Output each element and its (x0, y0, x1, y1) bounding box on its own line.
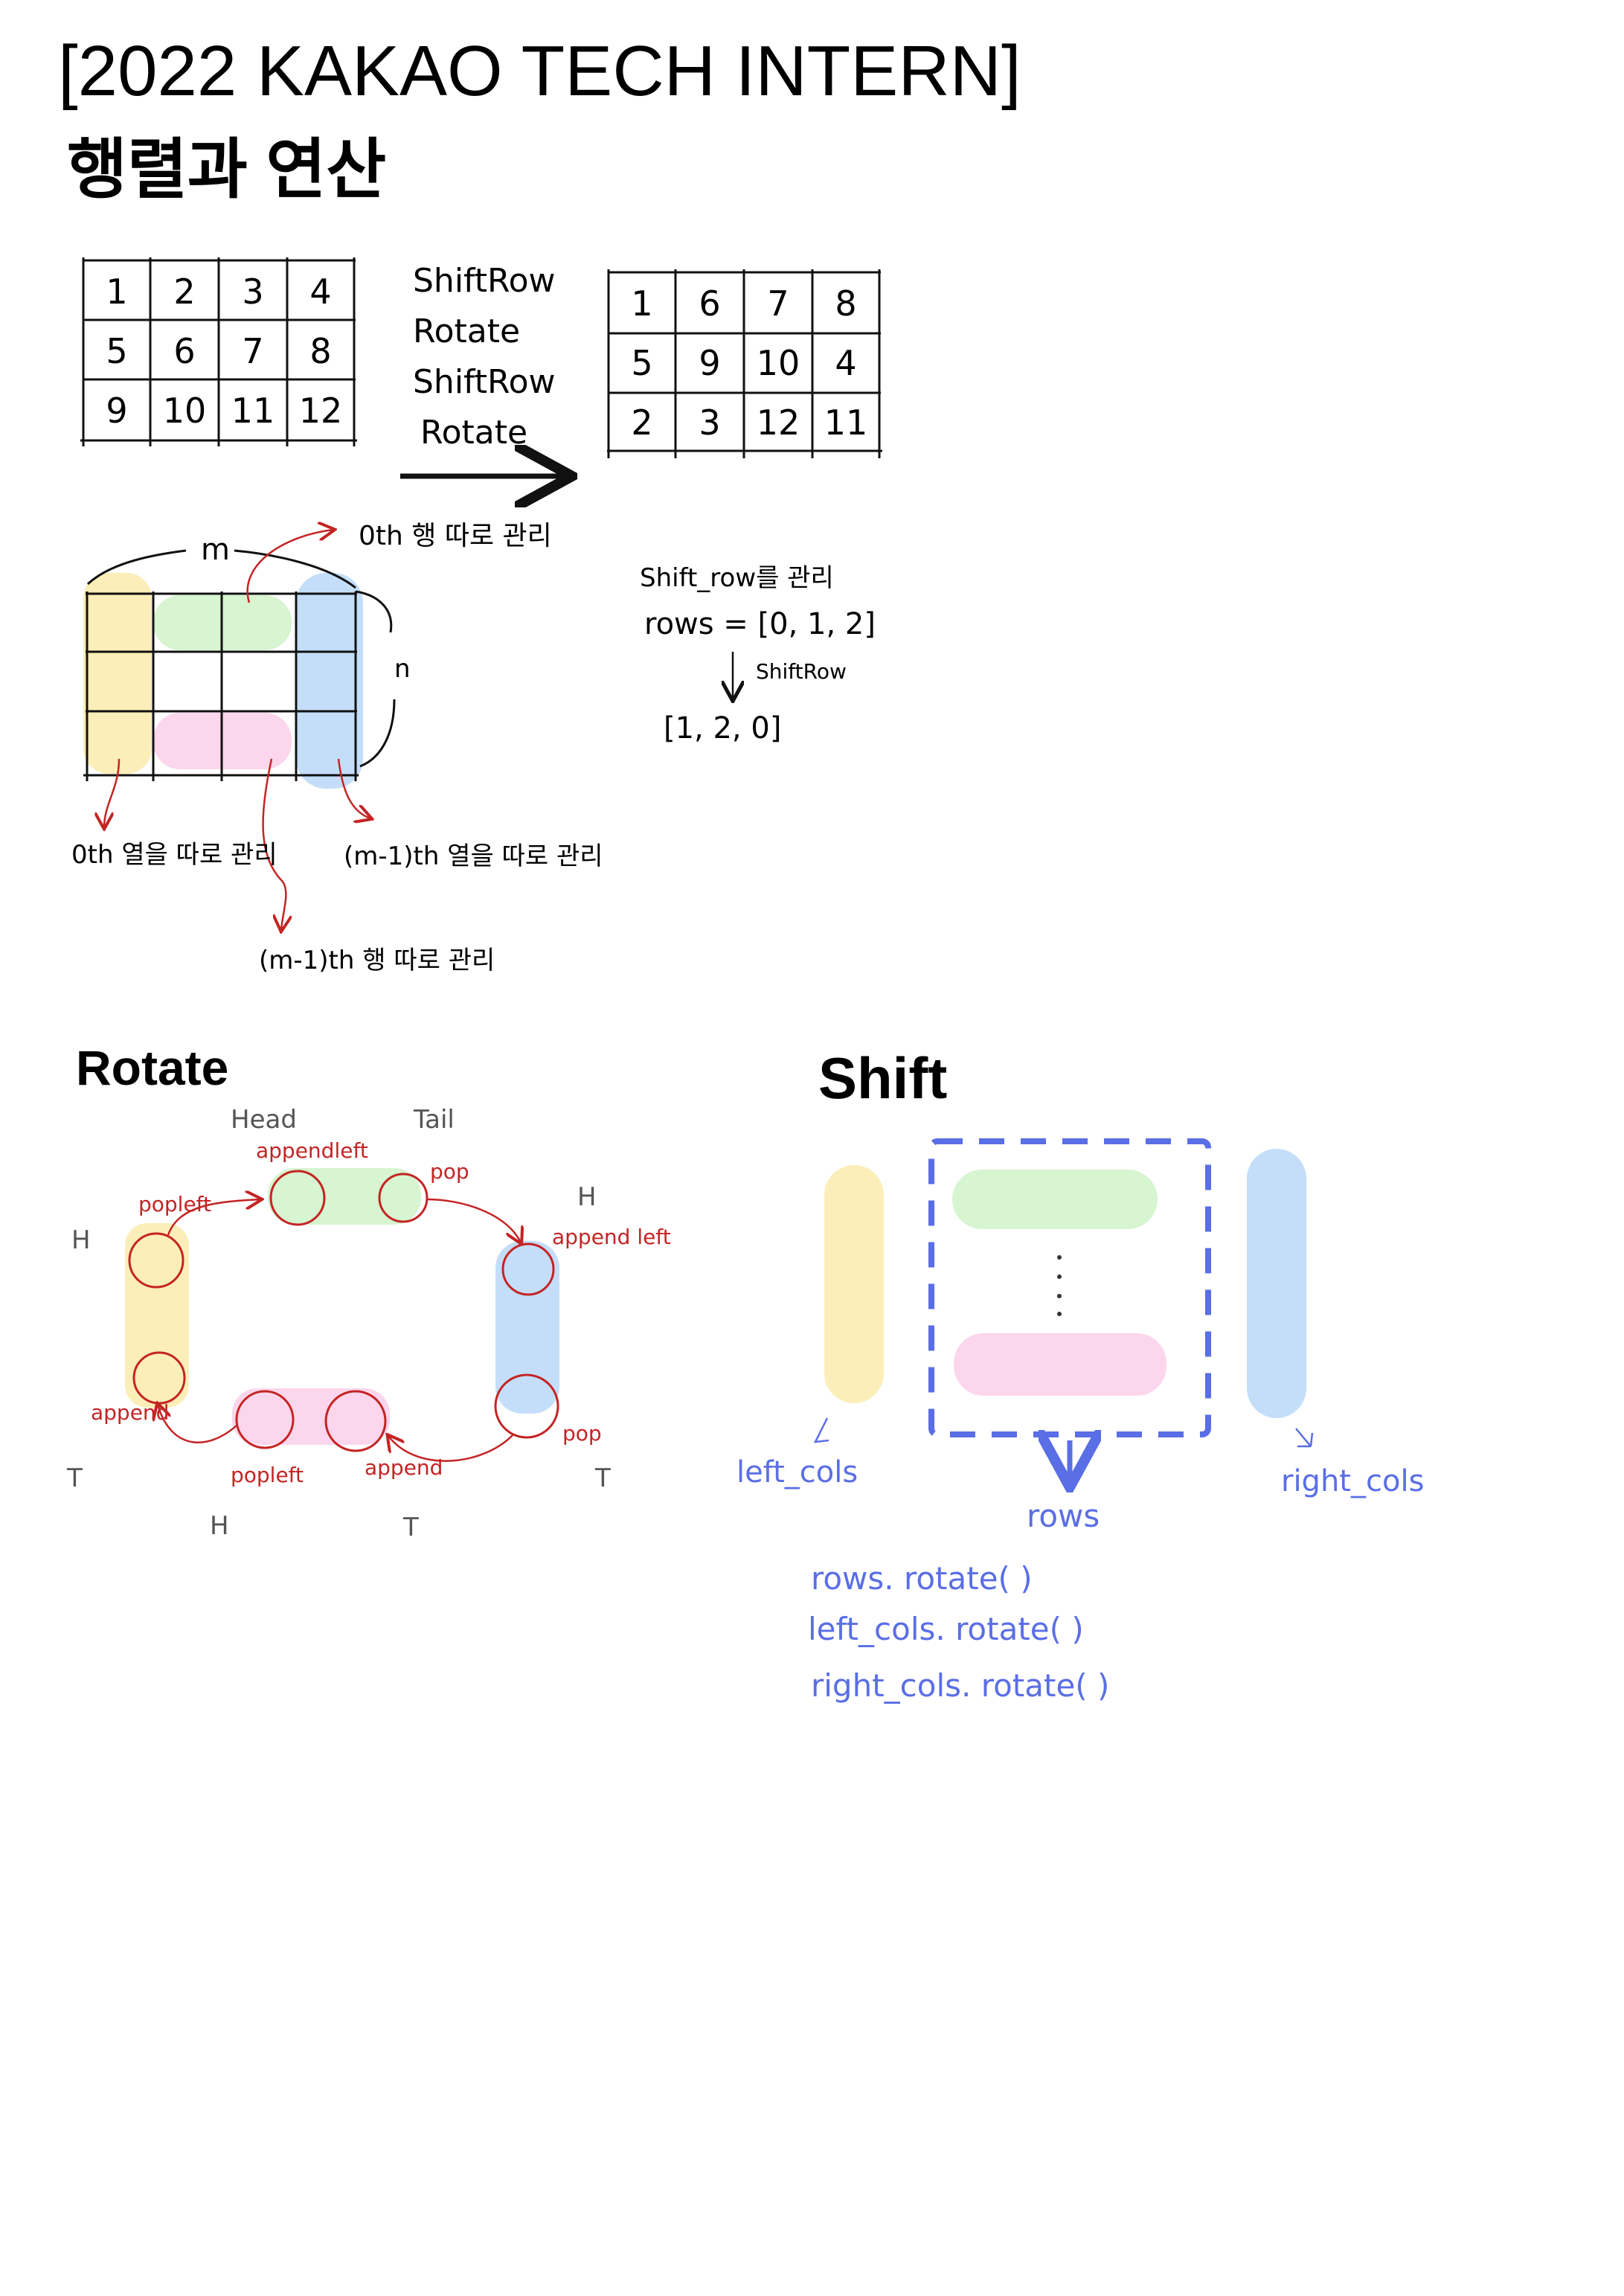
before-matrix-cell: 1 (106, 272, 127, 312)
code-line-3: right_cols. rotate( ) (811, 1667, 1109, 1704)
left-cols-bar (824, 1165, 884, 1403)
after-matrix-cell: 5 (631, 343, 652, 383)
shiftrow-note-result: [1, 2, 0] (664, 711, 781, 745)
after-matrix-cell: 3 (699, 403, 720, 443)
before-matrix-cell: 3 (242, 272, 263, 312)
n-label: n (394, 654, 411, 684)
rotate-h-bottom: H (210, 1511, 229, 1541)
operation-3: ShiftRow (413, 363, 556, 401)
rotate-t-left: T (66, 1463, 83, 1493)
shiftrow-note: Shift_row를 관리 rows = [0, 1, 2] ShiftRow … (640, 563, 876, 745)
after-matrix: 1 6 7 8 5 9 10 4 2 3 12 11 (607, 269, 882, 458)
rotate-h-right: H (577, 1182, 597, 1212)
after-matrix-cell: 2 (631, 403, 652, 443)
rotate-tail-label: Tail (413, 1105, 455, 1135)
rotate-pop-top: pop (430, 1159, 469, 1184)
right-cols-label: right_cols (1281, 1464, 1424, 1498)
rotate-appendleft-right: append left (552, 1225, 671, 1249)
operations-list: ShiftRow Rotate ShiftRow Rotate (413, 262, 556, 452)
rotate-h-left: H (71, 1225, 91, 1255)
rotate-pop-right: pop (562, 1421, 602, 1446)
code-line-1: rows. rotate( ) (811, 1560, 1033, 1597)
last-row-bar (954, 1333, 1166, 1396)
left-cols-arrow (813, 1417, 829, 1443)
page-subtitle: 행렬과 연산 (67, 132, 386, 206)
rotate-append-left: append (91, 1400, 169, 1425)
rotate-t-right: T (594, 1463, 611, 1493)
shiftrow-note-rows: rows = [0, 1, 2] (644, 607, 876, 641)
before-matrix-cell: 12 (299, 391, 343, 431)
after-matrix-cell: 1 (631, 283, 652, 324)
operation-4: Rotate (420, 414, 527, 452)
after-matrix-cell: 12 (757, 403, 800, 443)
shift-heading: Shift (818, 1045, 947, 1111)
shift-section: Shift left_cols rows right_cols rows. ro… (736, 1045, 1424, 1704)
code-line-2: left_cols. rotate( ) (808, 1611, 1084, 1647)
rotate-popleft-left: popleft (138, 1192, 211, 1216)
operation-2: Rotate (413, 312, 520, 350)
shiftrow-note-arrow-label: ShiftRow (756, 659, 847, 684)
before-matrix-cell: 2 (173, 272, 195, 312)
before-matrix-cell: 8 (309, 331, 331, 371)
after-matrix-cell: 4 (835, 343, 856, 383)
rotate-popleft-bottom: popleft (231, 1463, 304, 1487)
after-matrix-cell: 9 (699, 343, 720, 383)
rotate-appendleft-top: appendleft (256, 1138, 368, 1163)
page-title: [2022 KAKAO TECH INTERN] (58, 31, 1021, 111)
before-matrix-cell: 7 (242, 331, 263, 371)
before-matrix-cell: 11 (231, 391, 275, 431)
after-matrix-cell: 7 (767, 283, 789, 324)
right-cols-arrow (1295, 1428, 1314, 1448)
before-matrix-cell: 9 (106, 391, 127, 431)
rotate-head-label: Head (231, 1105, 297, 1135)
lastcol-note: (m-1)th 열을 따로 관리 (344, 841, 603, 871)
shiftrow-note-title: Shift_row를 관리 (640, 563, 834, 593)
m-label: m (201, 533, 230, 567)
lastrow-note: (m-1)th 행 따로 관리 (259, 946, 495, 975)
after-matrix-cell: 8 (835, 283, 856, 324)
row0-note: 0th 행 따로 관리 (359, 521, 552, 551)
left-cols-label: left_cols (736, 1455, 858, 1489)
col0-note: 0th 열을 따로 관리 (71, 840, 277, 870)
before-matrix-cell: 5 (106, 331, 127, 371)
rows-label: rows (1027, 1498, 1100, 1534)
before-matrix-cell: 6 (173, 331, 195, 371)
after-matrix-cell: 6 (699, 283, 720, 324)
rows-dashed-box (928, 1138, 1211, 1437)
rotate-t-bottom: T (402, 1513, 419, 1542)
after-matrix-cell: 10 (757, 343, 800, 383)
operation-1: ShiftRow (413, 262, 556, 300)
rotate-append-bottom: append (365, 1455, 443, 1480)
rotate-section: Rotate Head Tail H T H T H (66, 1040, 671, 1542)
first-row-bar (952, 1170, 1158, 1229)
rotate-heading: Rotate (76, 1040, 228, 1095)
before-matrix-cell: 4 (309, 272, 331, 312)
ellipsis-dots (1057, 1255, 1062, 1316)
before-matrix-cell: 10 (163, 391, 207, 431)
structure-diagram: m n 0th 행 따로 관리 0th 열을 따로 관리 (m-1)th 열을 … (71, 521, 603, 975)
after-matrix-cell: 11 (824, 403, 868, 443)
right-cols-bar (1247, 1149, 1306, 1418)
